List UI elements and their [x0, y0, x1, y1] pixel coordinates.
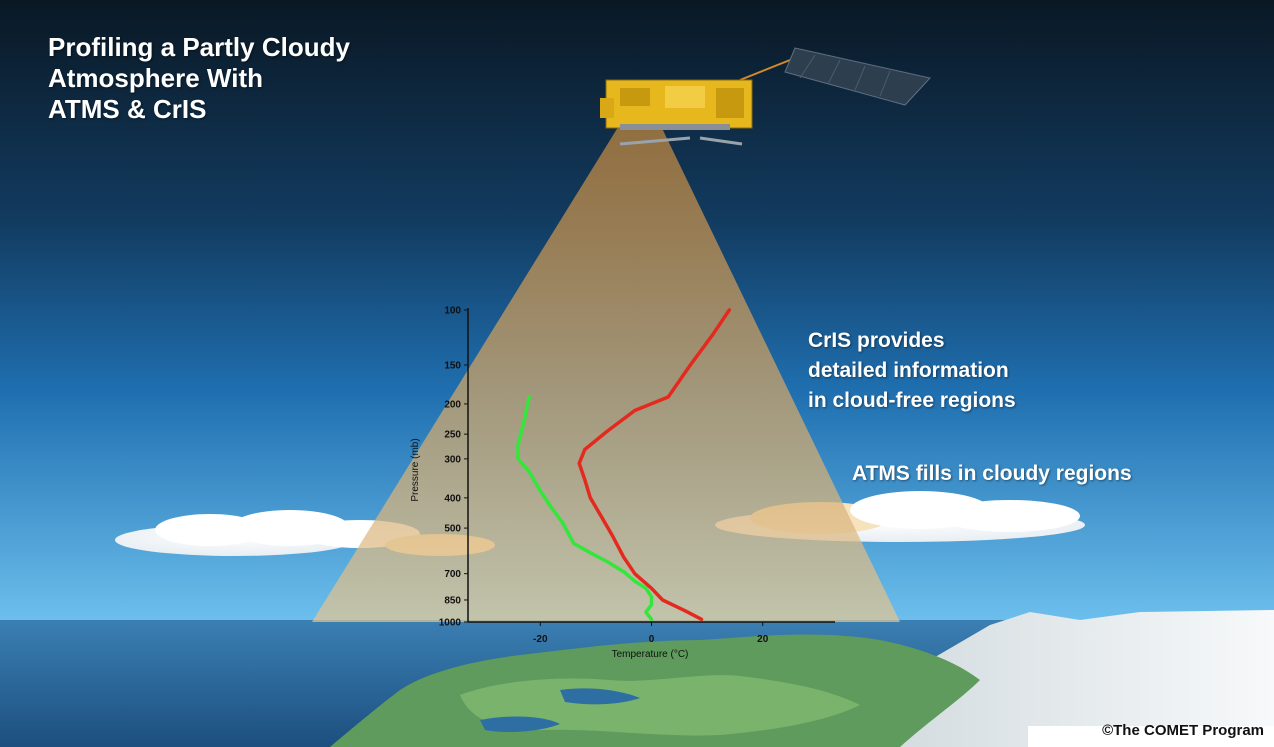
inlet-2	[480, 716, 560, 732]
cris-line-1: CrIS provides	[808, 329, 945, 352]
field-of-view-beam	[312, 124, 900, 622]
y-tick-label: 700	[444, 569, 461, 580]
title-line-2: Atmosphere With	[48, 63, 263, 93]
satellite-icon	[600, 47, 931, 146]
y-tick-label: 400	[444, 493, 461, 504]
x-tick-label: 0	[649, 634, 655, 645]
main-title: Profiling a Partly Cloudy Atmosphere Wit…	[48, 32, 350, 125]
credit-text: ©The COMET Program	[1102, 722, 1264, 739]
y-tick-label: 100	[444, 306, 461, 317]
y-tick-label: 850	[444, 595, 461, 606]
cris-line-3: in cloud-free regions	[808, 389, 1016, 412]
x-axis-title: Temperature (°C)	[612, 649, 689, 660]
y-tick-group: 100 150 200 250 300 400 500 700 850 1000	[439, 306, 468, 629]
cris-annotation: CrIS provides detailed information in cl…	[808, 326, 1016, 416]
x-tick-group: -20 0 20	[533, 622, 769, 645]
x-tick-label: -20	[533, 634, 548, 645]
y-tick-label: 500	[444, 524, 461, 535]
profile-chart: 100 150 200 250 300 400 500 700 850 1000 -20 0 20 P…	[410, 306, 835, 660]
atms-annotation: ATMS fills in cloudy regions	[852, 462, 1132, 485]
y-axis-title: Pressure (mb)	[410, 438, 421, 501]
title-line-3: ATMS & CrIS	[48, 94, 207, 124]
credit-background	[1028, 726, 1274, 747]
land-detail	[460, 675, 860, 736]
cris-line-2: detailed information	[808, 359, 1009, 382]
y-tick-label: 150	[444, 360, 461, 371]
title-line-1: Profiling a Partly Cloudy	[48, 32, 350, 62]
y-tick-label: 200	[444, 399, 461, 410]
y-tick-label: 1000	[439, 618, 462, 629]
inlet	[560, 688, 640, 705]
series-group	[516, 308, 732, 622]
ice-region	[840, 610, 1274, 747]
dewpoint-profile-line	[516, 395, 654, 622]
x-tick-label: 20	[757, 634, 769, 645]
y-tick-label: 300	[444, 454, 461, 465]
y-tick-label: 250	[444, 430, 461, 441]
temperature-profile-line	[577, 308, 732, 622]
